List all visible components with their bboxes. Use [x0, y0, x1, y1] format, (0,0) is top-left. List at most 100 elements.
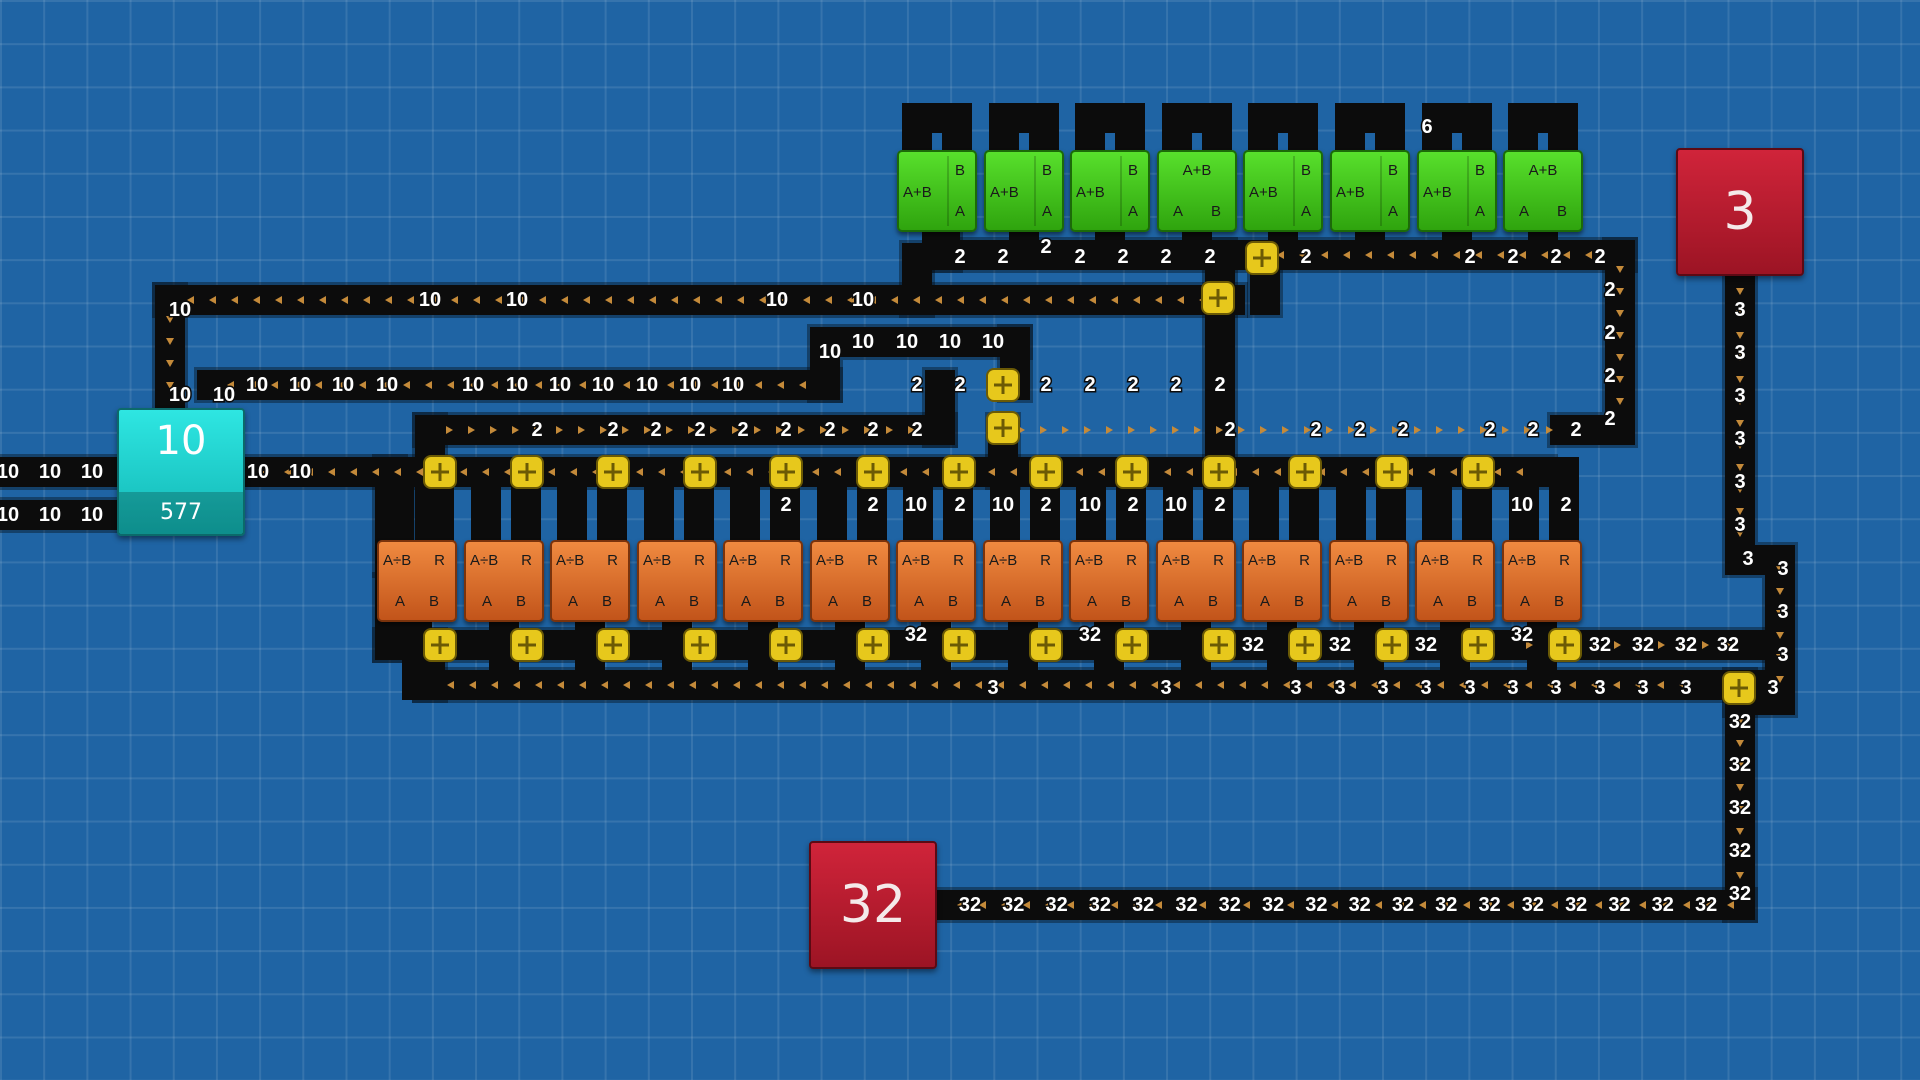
splitter[interactable] [1029, 455, 1063, 489]
splitter[interactable] [856, 628, 890, 662]
splitter[interactable] [1115, 628, 1149, 662]
op-divider [1380, 156, 1382, 226]
belt-value: 10 [636, 374, 658, 396]
op-label: A÷B [1335, 552, 1364, 569]
belt-arrow [187, 296, 194, 304]
belt-arrow [583, 296, 590, 304]
belt-arrow [166, 360, 174, 367]
belt-arrow [1639, 901, 1646, 909]
divider-op[interactable]: A÷B R A B [1415, 540, 1495, 622]
splitter[interactable] [942, 628, 976, 662]
splitter[interactable] [1245, 241, 1279, 275]
splitter[interactable] [986, 411, 1020, 445]
target-node-3[interactable]: 3 [1676, 148, 1804, 276]
input-a-label: A [1300, 203, 1311, 220]
splitter[interactable] [1548, 628, 1582, 662]
target-node-32[interactable]: 32 [809, 841, 937, 969]
belt-arrow [416, 468, 423, 476]
divider-op[interactable]: A÷B R A B [464, 540, 544, 622]
adder-op[interactable]: A+B A B [1503, 150, 1583, 232]
belt-value: 10 [549, 374, 571, 396]
belt-value: 10 [1165, 494, 1187, 516]
divider-op[interactable]: A÷B R A B [810, 540, 890, 622]
belt-value: 10 [376, 374, 398, 396]
belt-value: 10 [852, 331, 874, 353]
splitter[interactable] [1722, 671, 1756, 705]
splitter-icon [518, 463, 536, 481]
splitter[interactable] [1029, 628, 1063, 662]
belt-value: 10 [1511, 494, 1533, 516]
divider-op[interactable]: A÷B R A B [637, 540, 717, 622]
divider-op[interactable]: A÷B R A B [377, 540, 457, 622]
adder-op[interactable]: A+B A B [1157, 150, 1237, 232]
belt-arrow [922, 468, 929, 476]
belt-value: 10 [289, 374, 311, 396]
divider-op[interactable]: A÷B R A B [1502, 540, 1582, 622]
belt-arrow [1375, 901, 1382, 909]
splitter[interactable] [1202, 628, 1236, 662]
divider-op[interactable]: A÷B R A B [1069, 540, 1149, 622]
divider-op[interactable]: A÷B R A B [1156, 540, 1236, 622]
divider-op[interactable]: A÷B R A B [723, 540, 803, 622]
belt-arrow [1524, 426, 1531, 434]
op-label: A÷B [1421, 552, 1450, 569]
output-r-label: R [1472, 552, 1483, 569]
belt-arrow [931, 681, 938, 689]
belt-arrow [1431, 251, 1438, 259]
splitter[interactable] [510, 455, 544, 489]
splitter[interactable] [1375, 628, 1409, 662]
belt-segment[interactable] [1725, 240, 1795, 715]
splitter[interactable] [596, 628, 630, 662]
splitter-icon [950, 463, 968, 481]
belt-value: 10 [506, 374, 528, 396]
belt-value: 10 [39, 504, 61, 526]
splitter[interactable] [1201, 281, 1235, 315]
splitter[interactable] [1375, 455, 1409, 489]
adder-op[interactable]: A+B B A [897, 150, 977, 232]
belt-arrow [539, 296, 546, 304]
divider-op[interactable]: A÷B R A B [983, 540, 1063, 622]
adder-op[interactable]: A+B B A [1070, 150, 1150, 232]
splitter[interactable] [1115, 455, 1149, 489]
splitter[interactable] [596, 455, 630, 489]
splitter[interactable] [1288, 628, 1322, 662]
belt-arrow [1736, 530, 1744, 537]
divider-op[interactable]: A÷B R A B [550, 540, 630, 622]
adder-op[interactable]: A+B B A [984, 150, 1064, 232]
belt-arrow [1736, 784, 1744, 791]
belt-value: 2 [650, 419, 661, 441]
divider-op[interactable]: A÷B R A B [896, 540, 976, 622]
belt-arrow [1186, 468, 1193, 476]
divider-op[interactable]: A÷B R A B [1329, 540, 1409, 622]
splitter[interactable] [683, 455, 717, 489]
splitter[interactable] [942, 455, 976, 489]
splitter[interactable] [769, 628, 803, 662]
splitter[interactable] [856, 455, 890, 489]
splitter[interactable] [423, 628, 457, 662]
splitter[interactable] [1461, 628, 1495, 662]
input-b-label: B [1120, 593, 1131, 610]
splitter[interactable] [769, 455, 803, 489]
output-r-label: R [953, 552, 964, 569]
adder-op[interactable]: A+B B A [1330, 150, 1410, 232]
belt-value: 3 [1420, 677, 1431, 699]
adder-op[interactable]: A+B B A [1417, 150, 1497, 232]
adder-op[interactable]: A+B B A [1243, 150, 1323, 232]
splitter[interactable] [1288, 455, 1322, 489]
divider-op[interactable]: A÷B R A B [1242, 540, 1322, 622]
belt-arrow [1326, 426, 1333, 434]
belt-arrow [557, 381, 564, 389]
splitter[interactable] [986, 368, 1020, 402]
belt-value: 32 [1175, 894, 1197, 916]
splitter[interactable] [1461, 455, 1495, 489]
belt-value: 2 [1214, 374, 1225, 396]
splitter[interactable] [423, 455, 457, 489]
belt-segment[interactable] [810, 327, 1030, 400]
output-r-label: R [1213, 552, 1224, 569]
splitter[interactable] [1202, 455, 1236, 489]
belt-arrow [1045, 296, 1052, 304]
source-node[interactable]: 10 577 [117, 408, 245, 536]
belt-value: 32 [1729, 797, 1751, 819]
splitter[interactable] [683, 628, 717, 662]
splitter[interactable] [510, 628, 544, 662]
